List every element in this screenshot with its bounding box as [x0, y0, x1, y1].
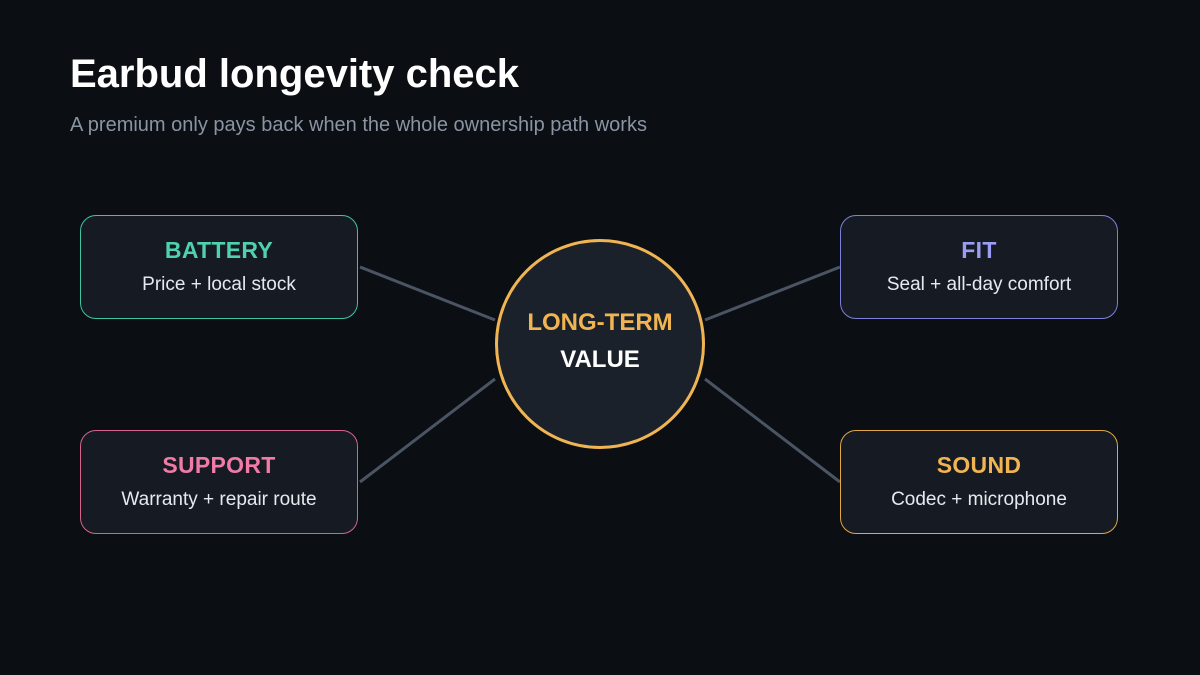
- card-sound-title: SOUND: [936, 452, 1022, 478]
- card-battery-text: Price + local stock: [142, 274, 296, 295]
- page-subtitle: A premium only pays back when the whole …: [70, 114, 647, 136]
- card-battery: BATTERY Price + local stock: [80, 215, 358, 319]
- connector-support: [359, 377, 496, 484]
- hub-label-secondary: VALUE: [560, 346, 640, 373]
- card-fit: FIT Seal + all-day comfort: [840, 215, 1118, 319]
- card-support: SUPPORT Warranty + repair route: [80, 430, 358, 534]
- card-sound-text: Codec + microphone: [891, 489, 1067, 510]
- card-sound: SOUND Codec + microphone: [840, 430, 1118, 534]
- connector-sound: [704, 377, 841, 484]
- card-support-text: Warranty + repair route: [121, 489, 317, 510]
- card-battery-title: BATTERY: [164, 237, 274, 263]
- page-title: Earbud longevity check: [70, 52, 520, 96]
- hub-circle: LONG-TERM VALUE: [495, 239, 705, 449]
- card-support-title: SUPPORT: [162, 452, 276, 478]
- hub-label-primary: LONG-TERM: [527, 309, 673, 336]
- card-fit-text: Seal + all-day comfort: [886, 274, 1072, 295]
- connector-fit: [704, 265, 841, 322]
- card-fit-title: FIT: [961, 237, 997, 263]
- connector-battery: [359, 265, 496, 322]
